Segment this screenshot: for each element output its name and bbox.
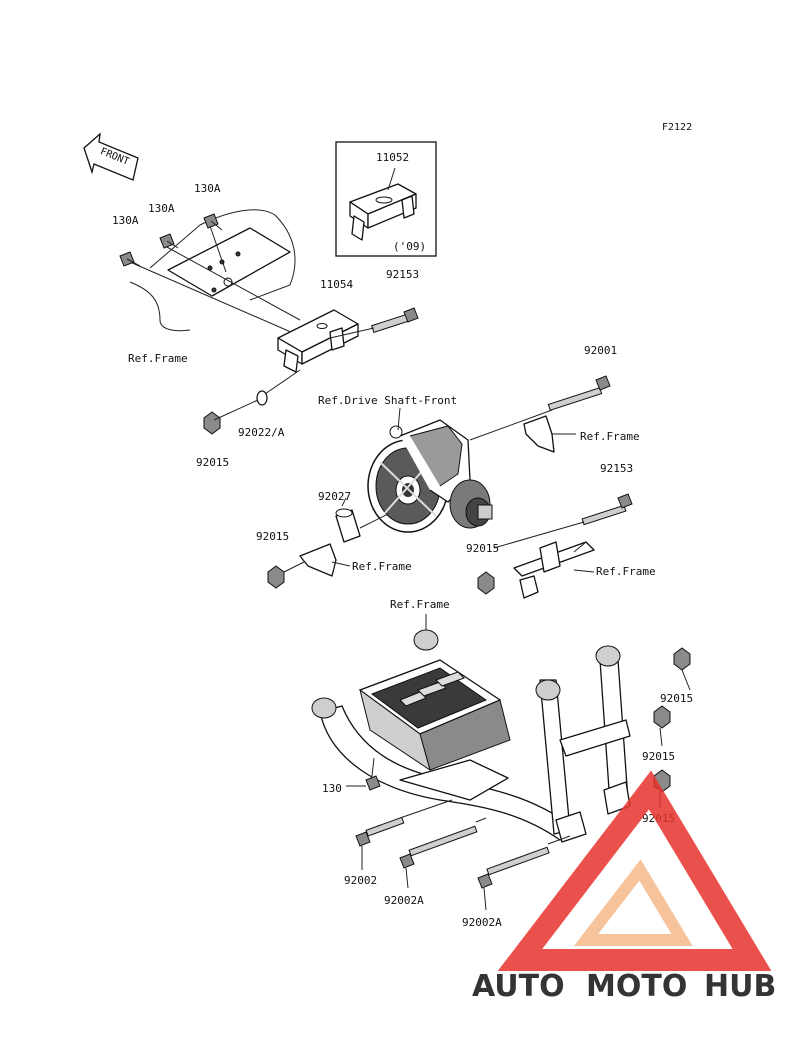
label-92002: 92002 (344, 874, 377, 887)
nut-92015-2-icon (267, 565, 285, 589)
ref-frame-2: Ref.Frame (580, 430, 640, 443)
ref-frame-5: Ref.Frame (390, 598, 450, 611)
bolt-130A-2-icon (159, 233, 179, 249)
bolt-130-icon (346, 757, 381, 791)
diagram-code: F2122 (662, 122, 692, 133)
nut-92015-1-icon (203, 411, 221, 435)
frame-bracket-lower-drawing (513, 541, 595, 599)
label-92015-1: 92015 (196, 456, 229, 469)
frame-plate-left-drawing (283, 543, 351, 577)
ref-frame-3: Ref.Frame (352, 560, 412, 573)
watermark-logo: AUTO MOTO HUB (472, 770, 776, 1004)
label-130A-3: 130A (194, 182, 221, 195)
label-11054: 11054 (320, 278, 353, 291)
label-92002A-1: 92002A (384, 894, 424, 907)
label-92002A-2: 92002A (462, 916, 502, 929)
watermark-hub: HUB (704, 969, 776, 1004)
bolt-92153-1-icon (329, 307, 419, 339)
label-92015-2: 92015 (256, 530, 289, 543)
label-92001: 92001 (584, 344, 617, 357)
label-92015-4: 92015 (660, 692, 693, 705)
bracket-11054-drawing (261, 309, 359, 397)
bolt-130A-3-icon (203, 213, 223, 231)
bolt-92153-2-icon (493, 493, 633, 549)
bolt-130A-1-icon (119, 251, 141, 267)
label-92015-5: 92015 (642, 750, 675, 763)
upper-frame-drawing (129, 209, 301, 337)
bolt-92002A-2-icon (477, 835, 571, 911)
bolt-92001-icon (469, 375, 611, 441)
label-92027: 92027 (318, 490, 351, 503)
bolt-92002A-1-icon (399, 817, 487, 889)
frame-bracket-upper-drawing (523, 415, 576, 453)
label-130: 130 (322, 782, 342, 795)
nut-92015-4-icon (673, 647, 691, 691)
ref-drive-shaft-front: Ref.Drive Shaft-Front (318, 394, 457, 407)
label-130A-1: 130A (112, 214, 139, 227)
watermark-moto: MOTO (586, 969, 687, 1004)
front-arrow-icon: FRONT (83, 132, 139, 181)
nut-92015-5-icon (653, 705, 671, 747)
label-92022A: 92022/A (238, 426, 285, 439)
ref-frame-1: Ref.Frame (128, 352, 188, 365)
inset-box (335, 141, 437, 257)
front-differential-drawing (367, 407, 493, 533)
watermark-auto: AUTO (472, 969, 565, 1004)
label-92153-1: 92153 (386, 268, 419, 281)
washer-92022A-icon (256, 390, 268, 406)
label-92153-2: 92153 (600, 462, 633, 475)
bolt-92002-icon (355, 799, 453, 870)
bracket-11052-drawing (349, 167, 417, 241)
label-11052: 11052 (376, 151, 409, 164)
label-130A-2: 130A (148, 202, 175, 215)
lower-frame-drawing (311, 614, 631, 843)
spacer-92027-icon (335, 497, 389, 543)
nut-92015-3-icon (477, 571, 495, 595)
label-92015-3: 92015 (466, 542, 499, 555)
ref-frame-4: Ref.Frame (596, 565, 656, 578)
label-inset-year: ('09) (393, 240, 426, 253)
